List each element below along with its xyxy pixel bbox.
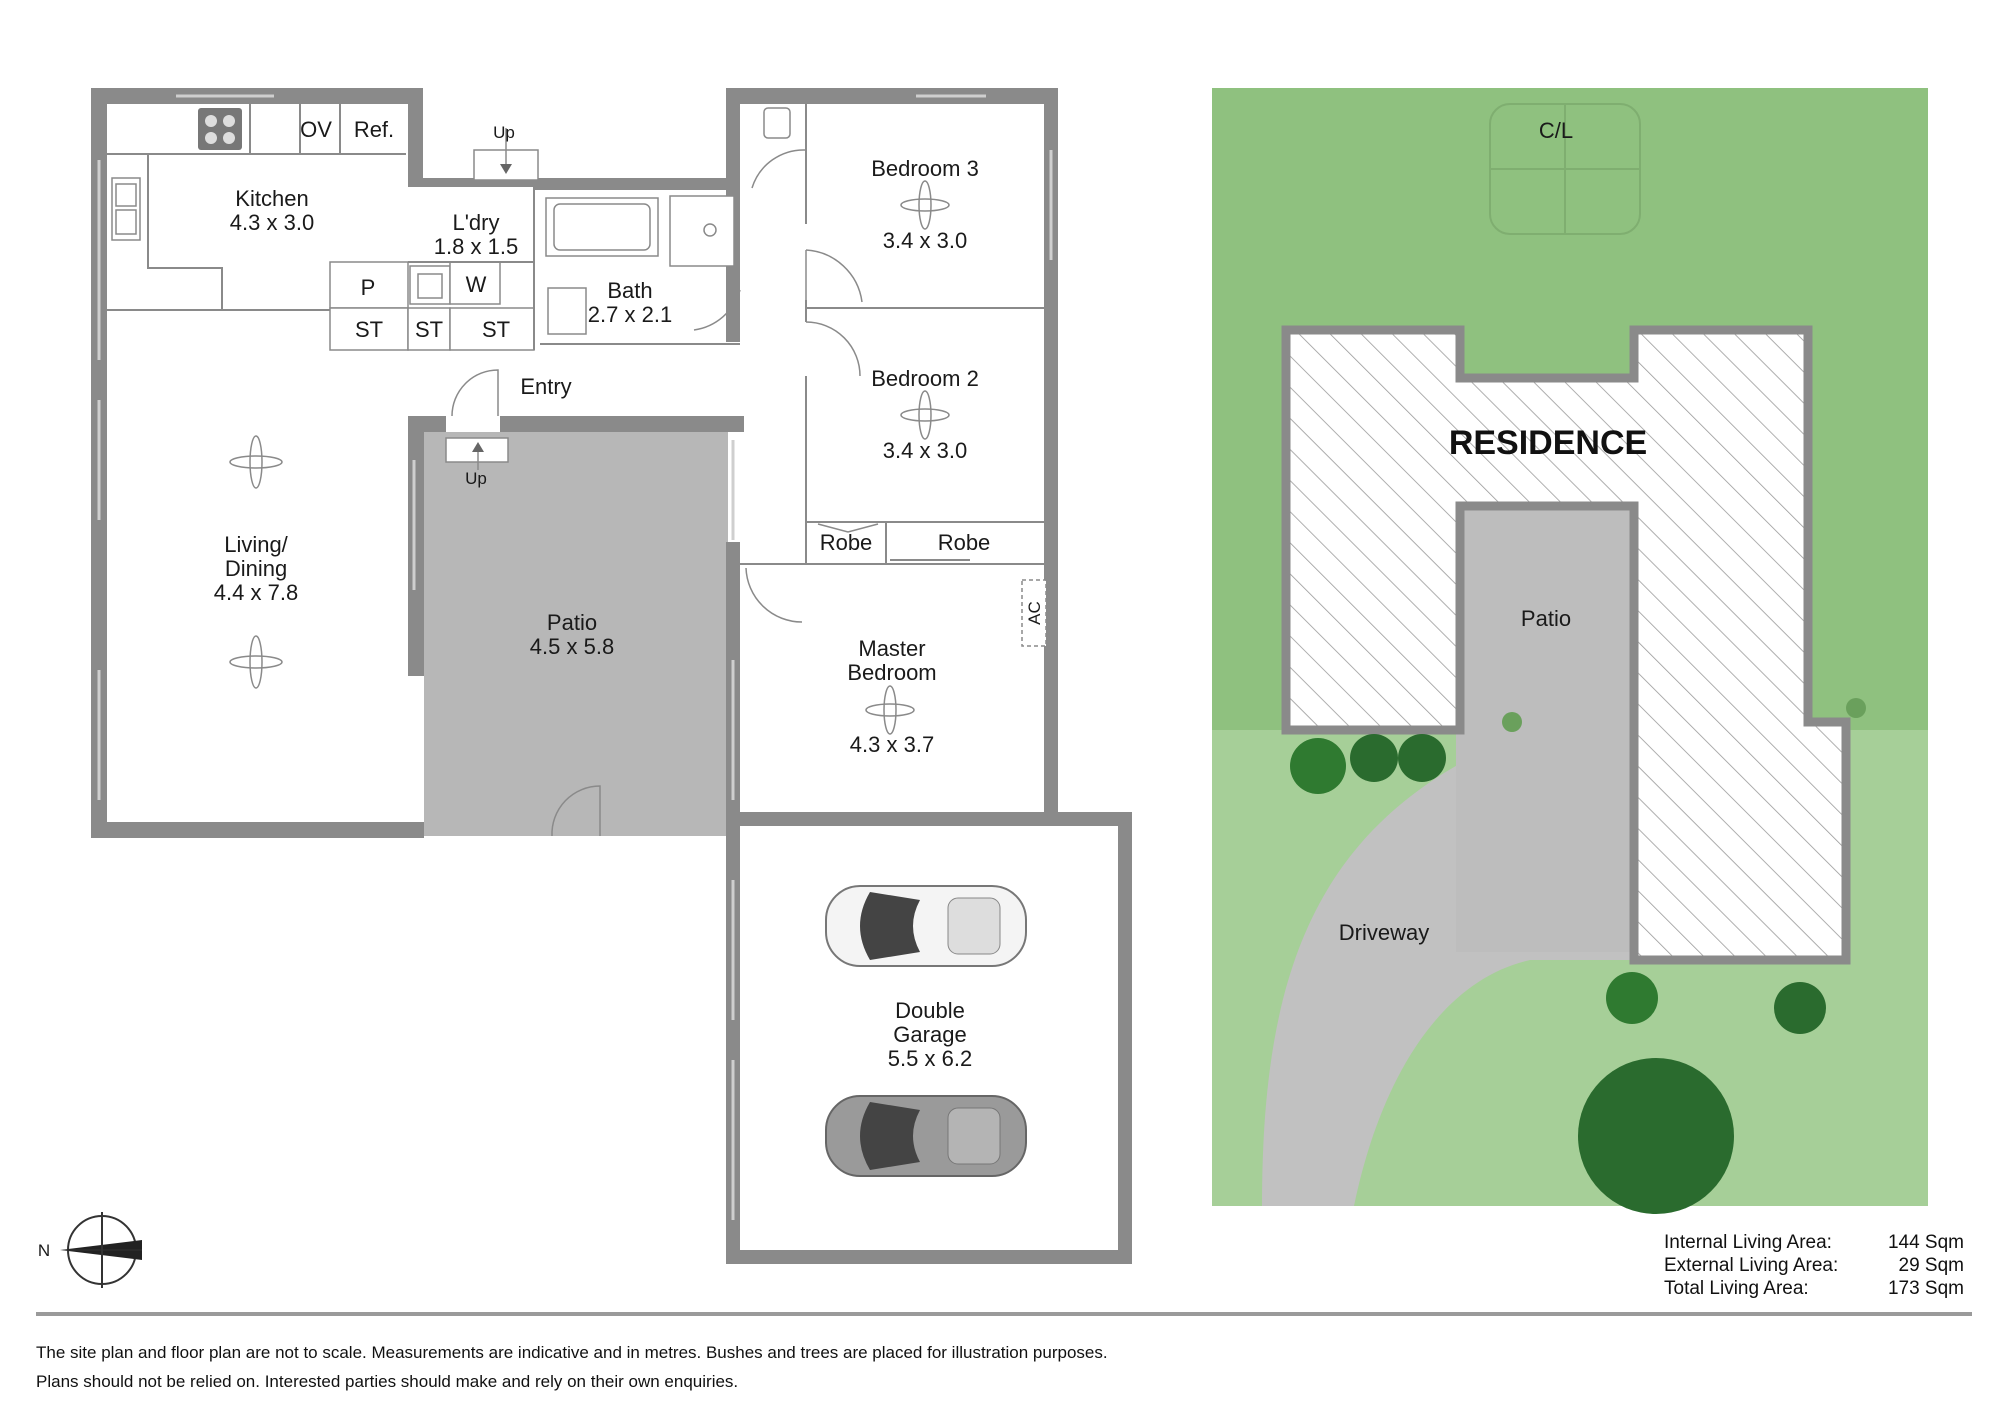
storage-cupboard bbox=[449, 307, 535, 351]
aircon-label: AC bbox=[1025, 601, 1044, 625]
north-label: N bbox=[38, 1241, 50, 1260]
garage-label: Double bbox=[895, 998, 965, 1023]
fridge-label: Ref. bbox=[354, 117, 394, 142]
living-size: 4.4 x 7.8 bbox=[214, 580, 298, 605]
kitchen-label: Kitchen bbox=[235, 186, 308, 211]
bedroom3-size: 3.4 x 3.0 bbox=[883, 228, 967, 253]
clothesline-icon bbox=[1489, 103, 1641, 235]
kitchen-size: 4.3 x 3.0 bbox=[230, 210, 314, 235]
wall bbox=[408, 88, 423, 180]
bath-size: 2.7 x 2.1 bbox=[588, 302, 672, 327]
bedroom2-size: 3.4 x 3.0 bbox=[883, 438, 967, 463]
vanity bbox=[547, 287, 587, 335]
wall bbox=[534, 178, 734, 190]
area-value: 144 Sqm bbox=[1887, 1232, 1964, 1253]
wall bbox=[726, 1250, 1132, 1264]
door bbox=[805, 321, 861, 377]
door bbox=[551, 785, 601, 837]
bath-label: Bath bbox=[607, 278, 652, 303]
wall bbox=[408, 416, 424, 676]
area-row: External Living Area: 29 Sqm bbox=[1664, 1254, 1964, 1277]
area-row: Total Living Area: 173 Sqm bbox=[1664, 1277, 1964, 1300]
wall bbox=[408, 416, 446, 432]
storage-label: ST bbox=[355, 317, 383, 342]
area-value: 173 Sqm bbox=[1887, 1278, 1964, 1299]
car-icon bbox=[825, 885, 1027, 967]
area-row: Internal Living Area: 144 Sqm bbox=[1664, 1231, 1964, 1254]
windows bbox=[97, 94, 1053, 1220]
master-size: 4.3 x 3.7 bbox=[850, 732, 934, 757]
living-label: Dining bbox=[225, 556, 287, 581]
bedroom2-label: Bedroom 2 bbox=[871, 366, 979, 391]
aircon-unit bbox=[1021, 579, 1047, 647]
compass-icon: N bbox=[38, 1212, 142, 1288]
tree-icon bbox=[1290, 698, 1866, 1214]
garage-size: 5.5 x 6.2 bbox=[888, 1046, 972, 1071]
door bbox=[805, 249, 863, 303]
patio-size: 4.5 x 5.8 bbox=[530, 634, 614, 659]
wall bbox=[1044, 88, 1058, 818]
divider bbox=[36, 1312, 1972, 1316]
oven-label: OV bbox=[300, 117, 332, 142]
garage-label: Garage bbox=[893, 1022, 966, 1047]
master-label: Bedroom bbox=[847, 660, 936, 685]
storage-label: ST bbox=[482, 317, 510, 342]
disclaimer-line: The site plan and floor plan are not to … bbox=[36, 1343, 1108, 1362]
toilet-icon bbox=[763, 107, 791, 139]
step-up bbox=[445, 437, 509, 463]
door bbox=[451, 369, 499, 417]
patio-area bbox=[424, 432, 728, 836]
car-icon bbox=[825, 1095, 1027, 1177]
wall bbox=[726, 826, 740, 1264]
door bbox=[745, 567, 803, 623]
wall bbox=[408, 178, 538, 187]
wall bbox=[1118, 812, 1132, 1264]
entry-label: Entry bbox=[520, 374, 571, 399]
bedroom3-label: Bedroom 3 bbox=[871, 156, 979, 181]
washing-machine bbox=[449, 261, 501, 305]
site-patio-label: Patio bbox=[1521, 606, 1571, 631]
up-label: Up bbox=[465, 469, 487, 488]
shower bbox=[669, 195, 735, 267]
residence-label: RESIDENCE bbox=[1449, 424, 1647, 462]
washer-label: W bbox=[466, 272, 487, 297]
storage-cupboard bbox=[329, 307, 409, 351]
robe-label: Robe bbox=[938, 530, 991, 555]
up-label: Up bbox=[493, 123, 515, 142]
site-plan: C/L RESIDENCE Patio Driveway bbox=[1212, 88, 1928, 1214]
site-patio bbox=[1456, 506, 1634, 952]
area-label: Internal Living Area: bbox=[1664, 1232, 1832, 1253]
door bbox=[693, 289, 741, 331]
pantry-label: P bbox=[361, 275, 376, 300]
robe-label: Robe bbox=[820, 530, 873, 555]
area-label: Total Living Area: bbox=[1664, 1278, 1809, 1299]
laundry-label: L'dry bbox=[453, 210, 500, 235]
area-value: 29 Sqm bbox=[1898, 1255, 1964, 1276]
disclaimer: The site plan and floor plan are not to … bbox=[36, 1338, 1936, 1396]
wall bbox=[91, 822, 424, 838]
floor-plan: Kitchen 4.3 x 3.0 OV Ref. L'dry 1.8 x 1.… bbox=[91, 88, 1132, 1264]
area-summary: Internal Living Area: 144 Sqm External L… bbox=[1664, 1231, 1964, 1300]
patio-label: Patio bbox=[547, 610, 597, 635]
area-label: External Living Area: bbox=[1664, 1255, 1839, 1276]
pantry-cupboard bbox=[329, 261, 409, 309]
master-label: Master bbox=[858, 636, 925, 661]
storage-label: ST bbox=[415, 317, 443, 342]
residence-footprint bbox=[1281, 325, 1851, 965]
laundry-size: 1.8 x 1.5 bbox=[434, 234, 518, 259]
cooktop-icon bbox=[198, 108, 242, 150]
wall bbox=[726, 88, 1058, 104]
door bbox=[751, 149, 807, 189]
clothesline-label: C/L bbox=[1539, 118, 1573, 143]
disclaimer-line: Plans should not be relied on. Intereste… bbox=[36, 1372, 739, 1391]
living-label: Living/ bbox=[224, 532, 288, 557]
storage-cupboard bbox=[407, 307, 451, 351]
driveway-label: Driveway bbox=[1339, 920, 1429, 945]
ceiling-fan-icon bbox=[229, 180, 950, 735]
wall bbox=[500, 416, 744, 432]
